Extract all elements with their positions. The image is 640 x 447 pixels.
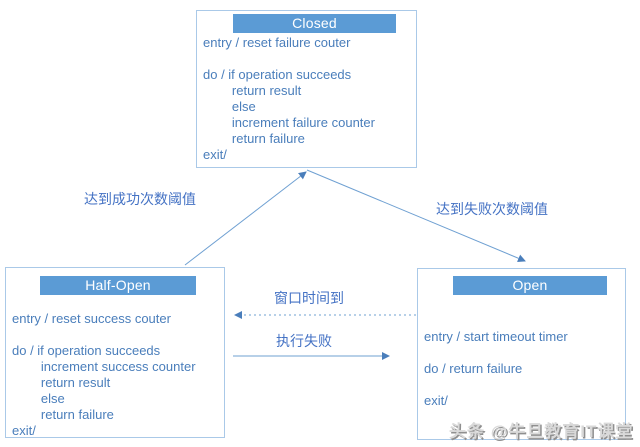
arrow-halfopen-to-closed <box>184 171 307 266</box>
state-line: else <box>12 391 65 406</box>
state-line: return result <box>12 375 111 390</box>
state-line <box>418 345 625 361</box>
state-line: do / return failure <box>424 361 523 376</box>
transition-label-failure-threshold: 达到失败次数阈值 <box>436 201 548 217</box>
state-box-closed: Closed entry / reset failure couter do /… <box>196 10 417 168</box>
watermark-text: 头条 @牛旦教育IT课堂 <box>449 422 634 441</box>
state-line: entry / reset failure couter <box>203 35 351 50</box>
state-title-closed: Closed <box>233 14 396 33</box>
state-line <box>6 327 224 343</box>
transition-label-success-threshold: 达到成功次数阈值 <box>84 191 196 207</box>
state-line <box>197 51 416 67</box>
state-box-open: Open entry / start timeout timer do / re… <box>417 268 626 440</box>
arrow-closed-to-open <box>306 169 526 262</box>
state-line: increment success counter <box>12 359 196 374</box>
state-line: return result <box>203 83 302 98</box>
state-line: exit/ <box>424 393 448 408</box>
state-line: do / if operation succeeds <box>12 343 161 358</box>
state-line: increment failure counter <box>203 115 375 130</box>
state-line <box>418 377 625 393</box>
state-line: do / if operation succeeds <box>203 67 352 82</box>
state-line: exit/ <box>12 423 36 438</box>
state-body-open: entry / start timeout timer do / return … <box>418 329 625 409</box>
state-line: return failure <box>203 131 305 146</box>
state-line: exit/ <box>203 147 227 162</box>
transition-label-execution-failed: 执行失败 <box>276 333 332 349</box>
state-title-half-open: Half-Open <box>40 276 196 295</box>
transition-label-window-timeout: 窗口时间到 <box>274 290 344 306</box>
state-line: entry / reset success couter <box>12 311 171 326</box>
state-body-closed: entry / reset failure couter do / if ope… <box>197 35 416 163</box>
state-line: entry / start timeout timer <box>424 329 568 344</box>
state-line: return failure <box>12 407 114 422</box>
state-box-half-open: Half-Open entry / reset success couter d… <box>5 267 225 438</box>
state-title-open: Open <box>453 276 607 295</box>
state-line: else <box>203 99 256 114</box>
state-body-half-open: entry / reset success couter do / if ope… <box>6 311 224 439</box>
